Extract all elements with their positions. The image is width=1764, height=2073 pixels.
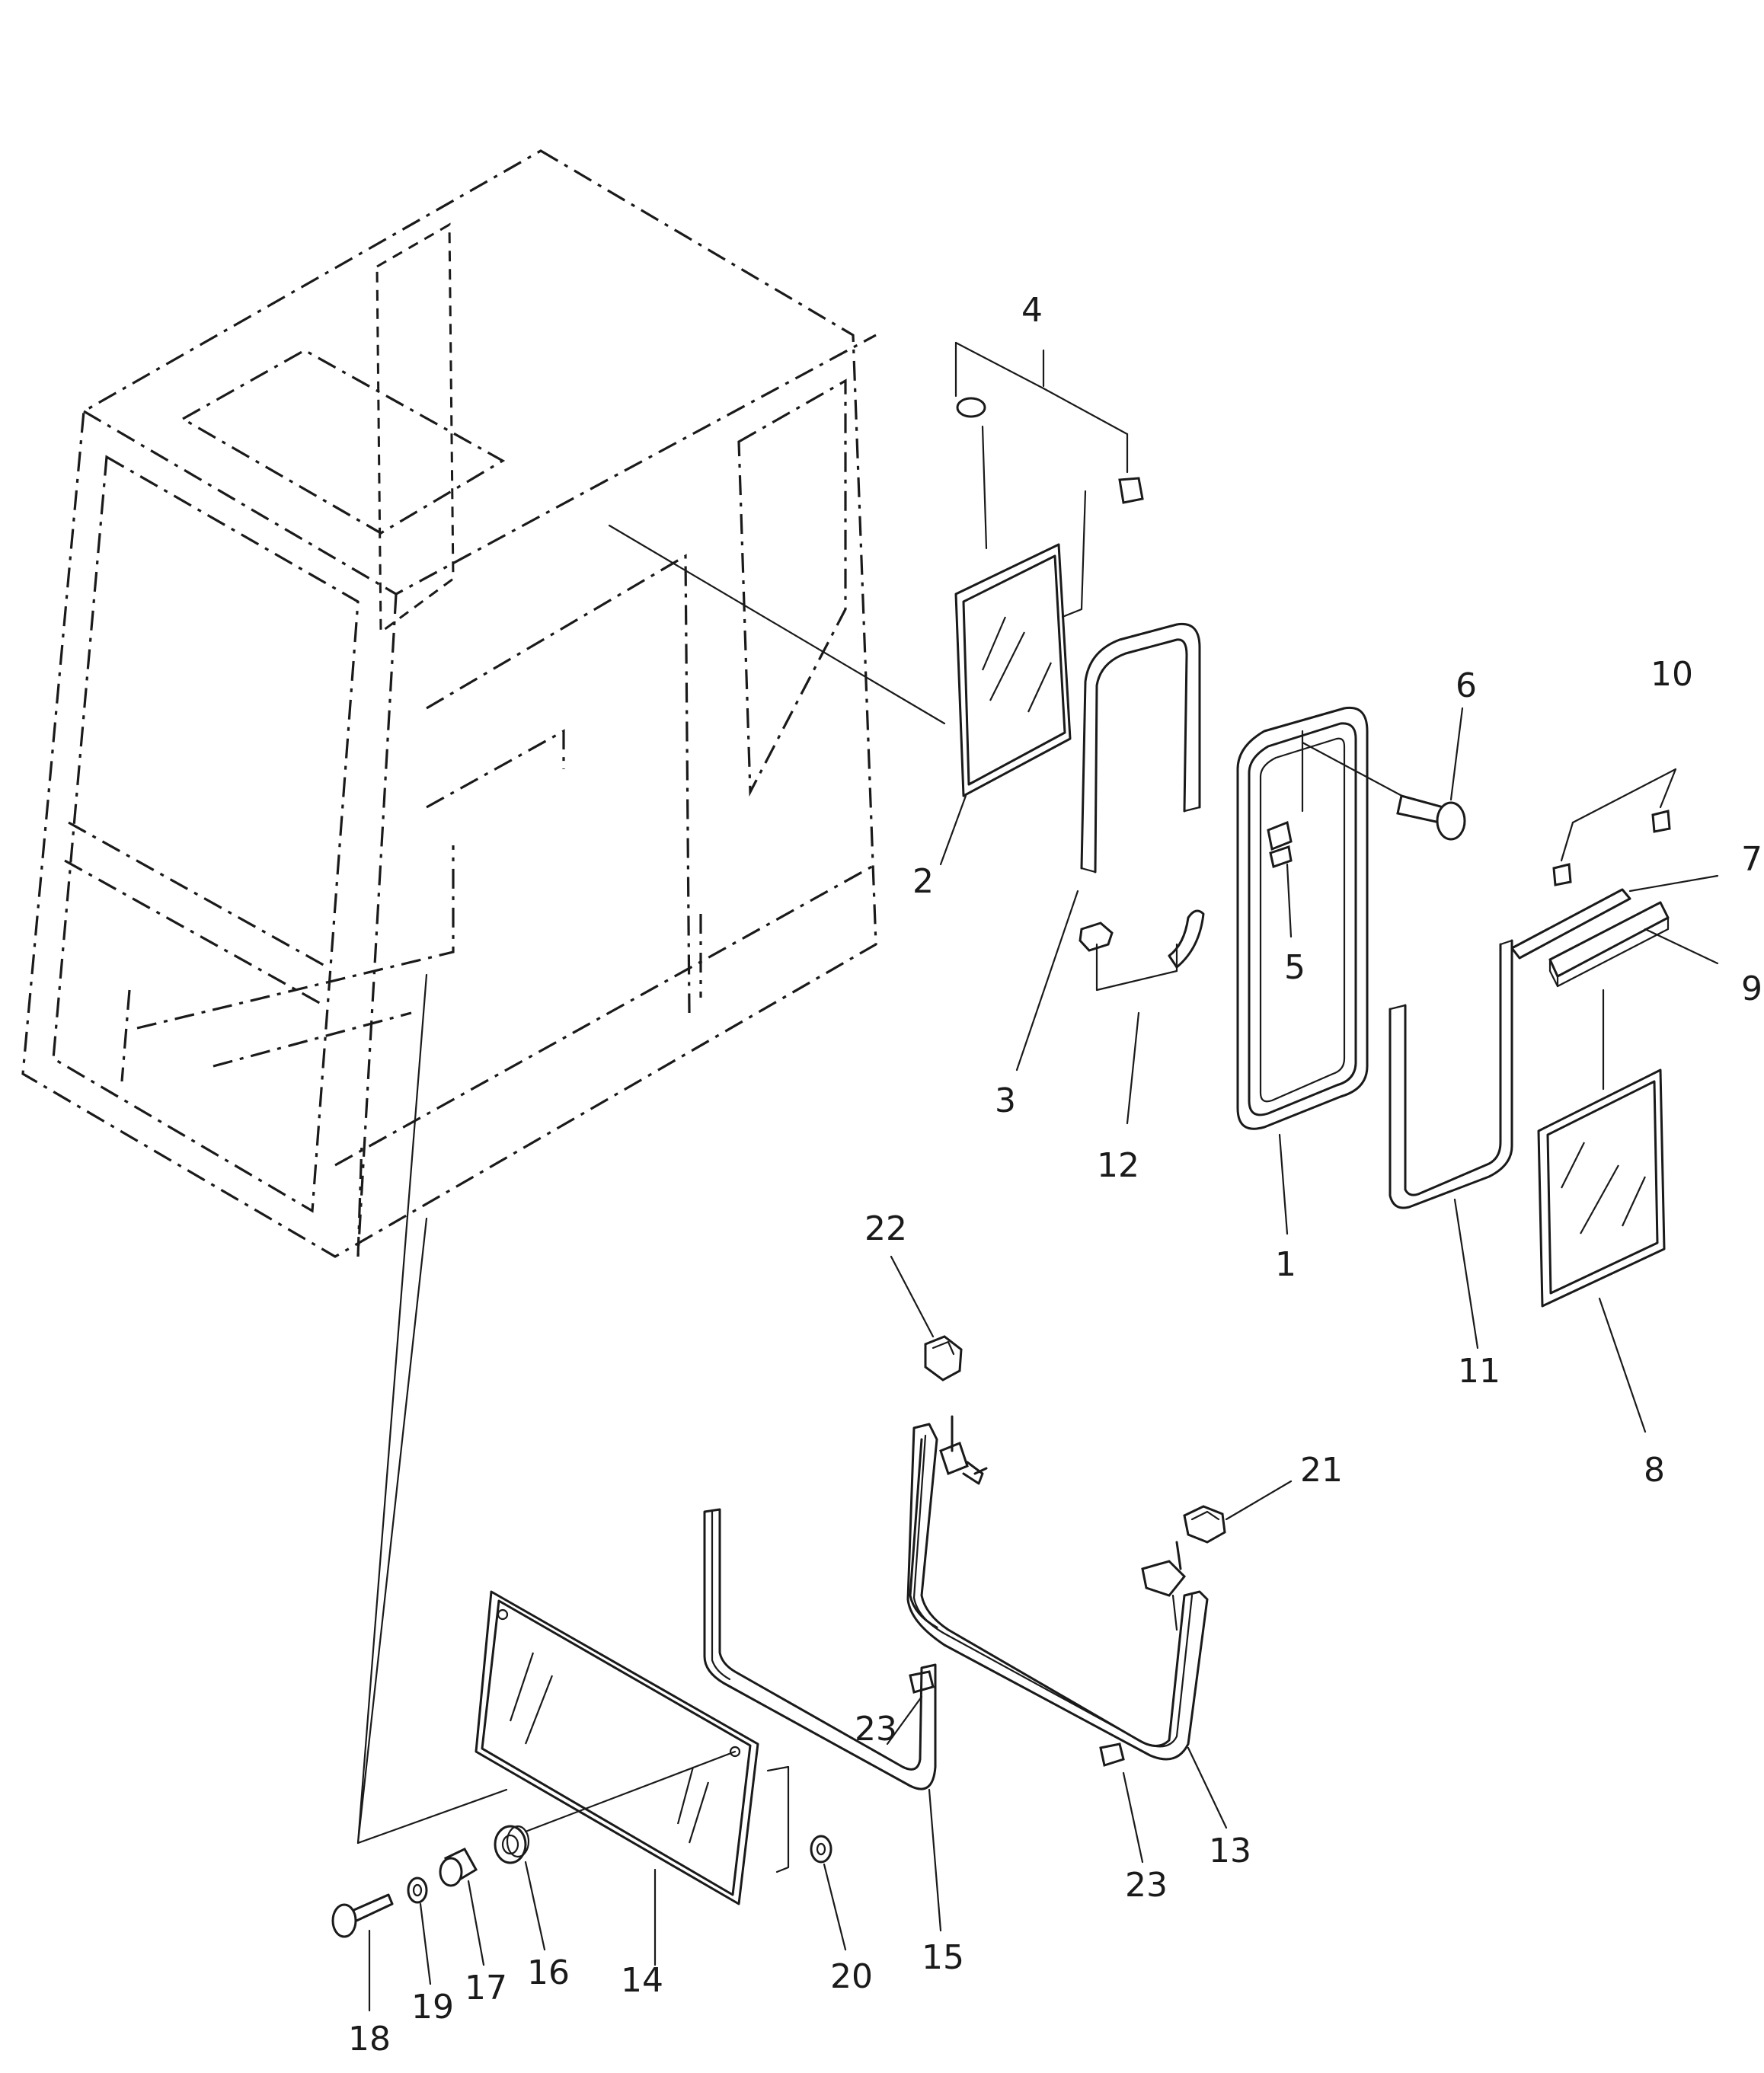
label-part-8: 8: [1644, 1451, 1665, 1490]
part-20-washer: [766, 1765, 832, 1873]
part-4-fastener-set: [954, 341, 1144, 618]
leader-cab-to-14: [356, 973, 508, 1845]
part-1-window-frame: [1236, 706, 1369, 1130]
label-part-20: 20: [830, 1957, 873, 1996]
label-part-7: 7: [1741, 840, 1762, 879]
label-part-18: 18: [348, 2020, 391, 2059]
fastener-stack: [331, 1750, 737, 1938]
part-9-channel: [1548, 901, 1670, 988]
part-12-clips: [1079, 909, 1205, 992]
label-part-16: 16: [527, 1953, 570, 1992]
part-15-seal: [703, 1508, 937, 1790]
part-10-blocks: [1552, 768, 1677, 886]
label-part-17: 17: [465, 1969, 507, 2008]
label-part-14: 14: [621, 1961, 663, 2000]
cab-frame: [21, 149, 877, 1258]
part-3-window-seal: [1080, 622, 1201, 874]
part-6-bolt: [1301, 741, 1466, 841]
part-21-clip: [1183, 1505, 1226, 1544]
label-part-22: 22: [864, 1209, 907, 1248]
label-part-15: 15: [922, 1938, 964, 1977]
label-part-13: 13: [1209, 1832, 1251, 1870]
label-part-1: 1: [1275, 1245, 1296, 1284]
label-part-12: 12: [1097, 1146, 1139, 1185]
part-7-strip: [1510, 888, 1631, 960]
part-13-lower-frame: [906, 1415, 1209, 1761]
label-part-19: 19: [411, 1988, 454, 2027]
part-23-spacers: [909, 1670, 1125, 1767]
part-11-seal: [1389, 939, 1513, 1209]
part-22-clip: [924, 1335, 963, 1381]
part-2-glass-pane: [954, 543, 1072, 797]
label-part-5: 5: [1284, 948, 1305, 987]
label-part-21: 21: [1300, 1451, 1343, 1490]
part-8-glass-pane: [1537, 989, 1666, 1308]
label-part-2: 2: [912, 862, 934, 901]
label-part-3: 3: [995, 1081, 1016, 1120]
label-part-23-upper: 23: [855, 1710, 897, 1749]
part-14-lower-glass: [475, 1590, 759, 1905]
label-part-10: 10: [1651, 655, 1693, 694]
label-part-23-lower: 23: [1125, 1866, 1168, 1905]
label-part-11: 11: [1458, 1352, 1500, 1391]
label-part-9: 9: [1741, 969, 1762, 1008]
leader-cab-to-2: [608, 524, 946, 725]
label-part-6: 6: [1456, 666, 1477, 705]
label-part-4: 4: [1021, 291, 1043, 330]
leader-frame-to-14: [356, 1217, 428, 1845]
leader-lines: [368, 349, 1719, 2012]
part-number-labels: 4 2 6 10 7 5 9 3 12 1 11 8 22 21 23 13 2…: [348, 291, 1762, 2059]
